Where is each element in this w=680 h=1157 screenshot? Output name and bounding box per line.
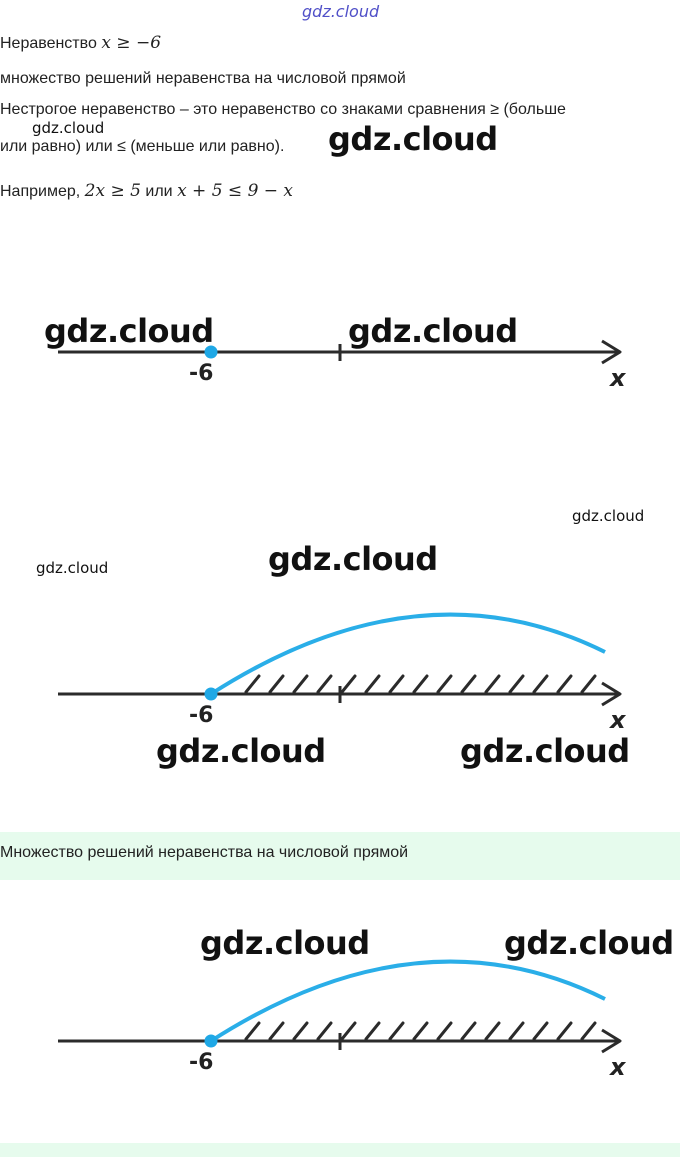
hatch-stroke — [460, 1021, 477, 1041]
number-line-figure-1: -6 x — [58, 339, 627, 392]
example: Например, 2x ≥ 5 или x + 5 ≤ 9 − x — [0, 181, 293, 202]
hatch-stroke — [508, 674, 525, 694]
solution-arc — [209, 612, 606, 696]
hatch-stroke — [436, 1021, 453, 1041]
axis-label: x — [609, 706, 627, 734]
watermark: gdz.cloud — [44, 312, 214, 350]
bottom-band — [0, 1143, 680, 1157]
hatch-stroke — [484, 674, 501, 694]
example-or: или — [145, 183, 173, 200]
hatch-stroke — [508, 1021, 525, 1041]
watermark: gdz.cloud — [504, 924, 674, 962]
hatch-stroke — [532, 1021, 549, 1041]
number-line-figure-3: -6 x — [58, 959, 627, 1081]
watermark: gdz.cloud — [200, 924, 370, 962]
example-math-2: x + 5 ≤ 9 − x — [177, 181, 294, 201]
definition-line-1: Нестрогое неравенство – это неравенство … — [0, 101, 566, 118]
intro-subtitle: множество решений неравенства на числово… — [0, 70, 406, 87]
hatch-stroke — [388, 674, 405, 694]
axis-label: x — [609, 364, 627, 392]
example-prefix: Например, — [0, 183, 81, 200]
point-label: -6 — [189, 703, 213, 728]
hatch-stroke — [364, 674, 381, 694]
hatch-stroke — [556, 674, 573, 694]
hatch-stroke — [556, 1021, 573, 1041]
closed-point-marker — [204, 687, 218, 701]
title-prefix: Неравенство — [0, 35, 97, 52]
closed-point-marker — [204, 345, 218, 359]
page-title: Неравенство x ≥ −6 — [0, 33, 161, 54]
watermark: gdz.cloud — [156, 732, 326, 770]
hatch-stroke — [268, 1021, 285, 1041]
watermark: gdz.cloud — [348, 312, 518, 350]
solution-hatching — [244, 674, 597, 694]
axis-arrow-icon — [601, 339, 622, 365]
solution-arc — [209, 959, 606, 1043]
hatch-stroke — [244, 674, 261, 694]
hatch-stroke — [460, 674, 477, 694]
watermark: gdz.cloud — [328, 120, 498, 158]
hatch-stroke — [580, 1021, 597, 1041]
section-title: Множество решений неравенства на числово… — [0, 844, 409, 861]
watermark: gdz.cloud — [572, 507, 645, 525]
watermark: gdz.cloud — [32, 119, 105, 137]
hatch-stroke — [436, 674, 453, 694]
axis-arrow-icon — [601, 1028, 622, 1054]
hatch-stroke — [316, 674, 333, 694]
definition-line-2: или равно) или ≤ (меньше или равно). — [0, 138, 285, 155]
hatch-stroke — [316, 1021, 333, 1041]
solution-hatching — [244, 1021, 597, 1041]
closed-point-marker — [204, 1034, 218, 1048]
example-math-1: 2x ≥ 5 — [84, 181, 141, 201]
axis-arrow-icon — [601, 681, 622, 707]
hatch-stroke — [364, 1021, 381, 1041]
hatch-stroke — [532, 674, 549, 694]
hatch-stroke — [268, 674, 285, 694]
point-label: -6 — [189, 361, 213, 386]
hatch-stroke — [292, 1021, 309, 1041]
hatch-stroke — [484, 1021, 501, 1041]
watermark: gdz.cloud — [36, 559, 109, 577]
hatch-stroke — [580, 674, 597, 694]
section-header: Множество решений неравенства на числово… — [0, 832, 680, 880]
point-label: -6 — [189, 1050, 213, 1075]
title-math: x ≥ −6 — [101, 33, 162, 53]
hatch-stroke — [340, 1021, 357, 1041]
hatch-stroke — [244, 1021, 261, 1041]
hatch-stroke — [340, 674, 357, 694]
hatch-stroke — [388, 1021, 405, 1041]
axis-label: x — [609, 1053, 627, 1081]
hatch-stroke — [412, 674, 429, 694]
hatch-stroke — [412, 1021, 429, 1041]
hatch-stroke — [292, 674, 309, 694]
watermark-top: gdz.cloud — [302, 2, 380, 21]
watermark: gdz.cloud — [268, 540, 438, 578]
number-line-figure-2: -6 x — [58, 612, 627, 734]
watermark: gdz.cloud — [460, 732, 630, 770]
